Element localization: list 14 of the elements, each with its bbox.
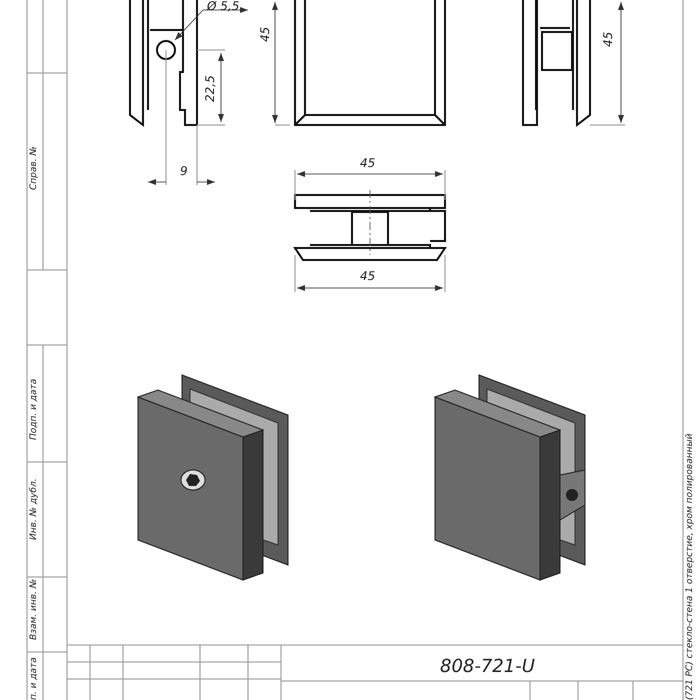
stamp-field-label: Справ. № — [30, 146, 39, 190]
dimension-value: 9 — [180, 165, 188, 177]
dimension-value: 45 — [602, 32, 614, 47]
dimension-value: 22,5 — [204, 75, 216, 102]
stamp-field-label: Подп. и дата — [30, 378, 39, 440]
stamp-field-label: Взам. инв. № — [30, 578, 39, 640]
drawing-title: (721 PC) стекло-стена 1 отверстие, хром полированный — [686, 434, 695, 700]
stamp-field-label: п. и дата — [30, 657, 39, 700]
drawing-number: 808-721-U — [440, 658, 535, 676]
dimension-value: 45 — [360, 157, 376, 169]
dimension-value: Ø 5,5 — [207, 0, 240, 12]
dimension-value: 45 — [259, 26, 271, 42]
stamp-field-label: Инв. № дубл. — [30, 478, 39, 540]
dimension-value: 45 — [360, 270, 376, 282]
